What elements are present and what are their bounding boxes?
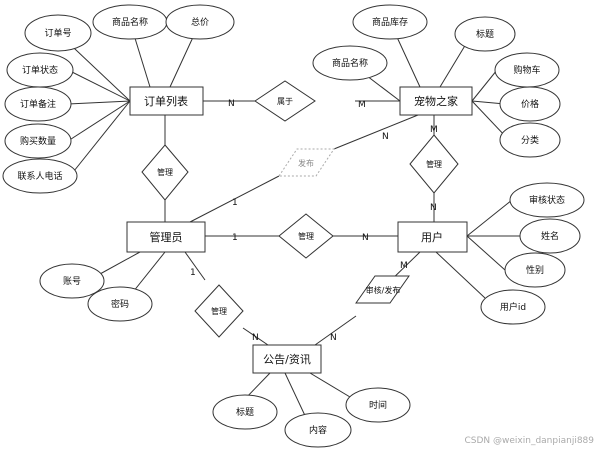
svg-text:账号: 账号 (63, 276, 81, 287)
entity-notice: 公告/资讯 (252, 344, 322, 374)
svg-text:管理: 管理 (211, 306, 227, 316)
attr-notice-content: 内容 (284, 412, 352, 448)
card-admin-notice: 1 (190, 268, 196, 278)
svg-text:姓名: 姓名 (541, 230, 559, 242)
relationship-review-publish: 审核/发布 (355, 275, 410, 304)
svg-text:管理: 管理 (426, 159, 442, 169)
card-notice-review: N (330, 333, 337, 343)
attr-pet-name: 商品名称 (312, 45, 388, 81)
card-admin-manage-user: 1 (232, 233, 238, 243)
svg-text:公告/资讯: 公告/资讯 (263, 353, 311, 366)
relationship-manage-notice: 管理 (194, 284, 244, 338)
attr-pet-stock: 商品库存 (352, 4, 428, 40)
relationship-manage-user: 管理 (278, 213, 334, 259)
svg-text:订单号: 订单号 (44, 27, 71, 39)
attr-notice-time: 时间 (345, 387, 411, 423)
attr-notice-title: 标题 (212, 394, 278, 430)
relationship-manage-order: 管理 (141, 144, 189, 201)
svg-text:管理员: 管理员 (150, 230, 183, 244)
svg-text:商品名称: 商品名称 (112, 16, 148, 28)
svg-text:商品库存: 商品库存 (372, 16, 408, 28)
svg-text:内容: 内容 (309, 424, 327, 436)
card-manage-user-user: N (362, 233, 369, 243)
attr-admin-password: 密码 (87, 286, 153, 322)
svg-text:订单列表: 订单列表 (144, 94, 188, 108)
entity-order-list: 订单列表 (129, 86, 204, 116)
attr-order-phone: 联系人电话 (2, 158, 78, 194)
svg-text:价格: 价格 (521, 98, 539, 110)
entity-user: 用户 (397, 221, 468, 253)
attr-pet-price: 价格 (499, 86, 561, 122)
entity-pet-home: 宠物之家 (399, 86, 473, 116)
card-pet-manage: M (430, 125, 438, 135)
svg-text:商品名称: 商品名称 (332, 57, 368, 69)
relationship-publish: 发布 (278, 148, 335, 177)
watermark: CSDN @weixin_danpianji889 (464, 436, 595, 446)
svg-text:购买数量: 购买数量 (20, 135, 56, 147)
svg-text:管理: 管理 (157, 167, 173, 177)
attr-pet-title: 标题 (454, 16, 516, 52)
svg-text:用户id: 用户id (500, 301, 526, 313)
card-admin-publish: 1 (232, 198, 238, 208)
attr-pet-cart: 购物车 (494, 52, 560, 88)
attr-admin-account: 账号 (39, 263, 105, 299)
card-belongs-pet: M (358, 100, 366, 110)
attr-user-name: 姓名 (519, 218, 581, 254)
entity-admin: 管理员 (126, 221, 206, 253)
svg-text:审核状态: 审核状态 (529, 194, 565, 206)
svg-text:联系人电话: 联系人电话 (17, 170, 62, 182)
connector-lines (57, 21, 520, 423)
relationship-manage-pet: 管理 (409, 134, 459, 194)
attr-pet-category: 分类 (499, 122, 561, 158)
card-order-belongs: N (228, 99, 235, 109)
svg-text:标题: 标题 (476, 28, 494, 40)
svg-text:发布: 发布 (298, 158, 314, 168)
attr-order-product-name: 商品名称 (92, 4, 168, 40)
svg-text:审核/发布: 审核/发布 (366, 285, 401, 295)
attr-order-status: 订单状态 (6, 52, 74, 88)
svg-text:属于: 属于 (277, 97, 293, 106)
svg-text:购物车: 购物车 (513, 64, 540, 76)
attr-order-no: 订单号 (24, 14, 92, 52)
svg-text:订单状态: 订单状态 (22, 64, 58, 76)
relationship-belongs: 属于 (254, 80, 316, 122)
svg-text:宠物之家: 宠物之家 (414, 94, 458, 108)
svg-text:用户: 用户 (421, 230, 443, 244)
attr-user-gender: 性别 (504, 252, 566, 288)
svg-text:管理: 管理 (298, 231, 314, 241)
card-manage-user-side: N (430, 203, 437, 213)
svg-text:订单备注: 订单备注 (20, 98, 56, 110)
attr-user-id: 用户id (480, 289, 546, 325)
svg-text:分类: 分类 (521, 134, 539, 146)
attr-user-review: 审核状态 (509, 182, 585, 218)
attr-order-qty: 购买数量 (4, 123, 72, 159)
svg-text:标题: 标题 (236, 406, 254, 418)
svg-text:总价: 总价 (191, 16, 209, 28)
cardinality-labels: N M 1 N 1 N M N 1 N N M (190, 99, 438, 343)
attr-order-remark: 订单备注 (4, 86, 72, 122)
svg-text:性别: 性别 (526, 264, 544, 276)
card-review-user: M (400, 261, 408, 271)
attr-order-total: 总价 (165, 4, 235, 40)
card-publish-pet: N (382, 132, 389, 142)
svg-text:密码: 密码 (111, 298, 129, 310)
card-notice-manage: N (252, 333, 259, 343)
svg-text:时间: 时间 (369, 399, 387, 411)
